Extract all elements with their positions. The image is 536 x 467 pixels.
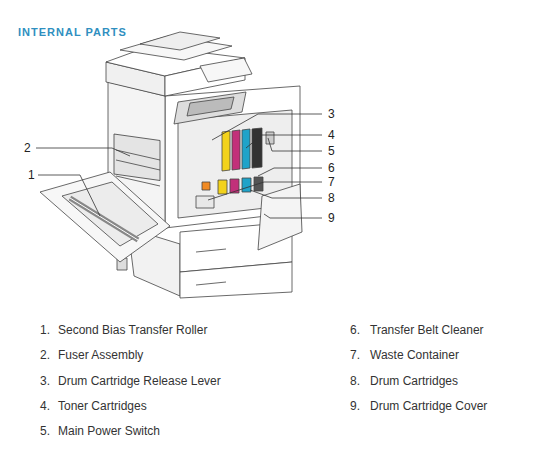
part-name: Toner Cartridges [58, 398, 147, 414]
output-tray [200, 58, 252, 82]
callout-number: 8 [328, 190, 335, 206]
callout-number: 4 [328, 127, 335, 143]
toner-cartridge [252, 128, 262, 168]
leader-line [250, 190, 322, 198]
list-number: 2. [36, 347, 50, 363]
callout-number: 7 [328, 174, 335, 190]
list-number: 3. [36, 373, 50, 389]
list-number: 5. [36, 423, 50, 439]
part-name: Main Power Switch [58, 423, 160, 439]
drum-cartridge [230, 179, 239, 193]
list-number: 6. [346, 322, 360, 338]
leader-line [268, 138, 322, 151]
leader-line [208, 182, 322, 200]
callout-number: 2 [24, 140, 31, 156]
feeder-tray [140, 32, 220, 50]
heading: INTERNAL PARTS [18, 24, 127, 40]
part-name: Drum Cartridge Release Lever [58, 373, 221, 389]
leader-line [36, 148, 130, 156]
drum-cartridge [218, 180, 227, 194]
list-number: 9. [346, 398, 360, 414]
fuser-line [116, 150, 160, 160]
touch-screen [187, 97, 234, 116]
toner-cartridge [222, 131, 230, 171]
list-number: 4. [36, 398, 50, 414]
part-name: Waste Container [370, 347, 459, 363]
fuser-assembly [114, 134, 160, 180]
drum-cartridge-cover [258, 184, 302, 250]
leader-line [264, 214, 322, 218]
list-number: 1. [36, 322, 50, 338]
list-number: 7. [346, 347, 360, 363]
left-door [40, 172, 170, 262]
paper-tray [180, 262, 292, 298]
tray-handle [196, 282, 226, 285]
part-name: Transfer Belt Cleaner [370, 322, 484, 338]
callout-number: 5 [328, 143, 335, 159]
leader-line [246, 135, 322, 148]
tray-handle [196, 249, 226, 252]
toner-cartridge [242, 129, 250, 169]
leader-line [258, 168, 322, 176]
fuser-line [116, 160, 160, 170]
part-name: Second Bias Transfer Roller [58, 322, 207, 338]
leader-line [38, 175, 100, 216]
part-name: Drum Cartridge Cover [370, 398, 487, 414]
control-panel [174, 92, 246, 124]
power-switch [266, 132, 274, 144]
part-name: Drum Cartridges [370, 373, 458, 389]
callout-number: 1 [28, 167, 35, 183]
callout-number: 6 [328, 160, 335, 176]
callout-number: 3 [328, 106, 335, 122]
door-panel [62, 182, 158, 246]
part-name: Fuser Assembly [58, 347, 143, 363]
leader-line [212, 114, 322, 140]
roller-highlight [70, 198, 138, 240]
waste-container [196, 196, 214, 208]
release-lever [202, 182, 210, 190]
list-number: 8. [346, 373, 360, 389]
toner-cartridge [232, 130, 240, 170]
drum-cartridge [242, 178, 251, 192]
callout-number: 9 [328, 210, 335, 226]
transfer-roller [70, 198, 138, 240]
